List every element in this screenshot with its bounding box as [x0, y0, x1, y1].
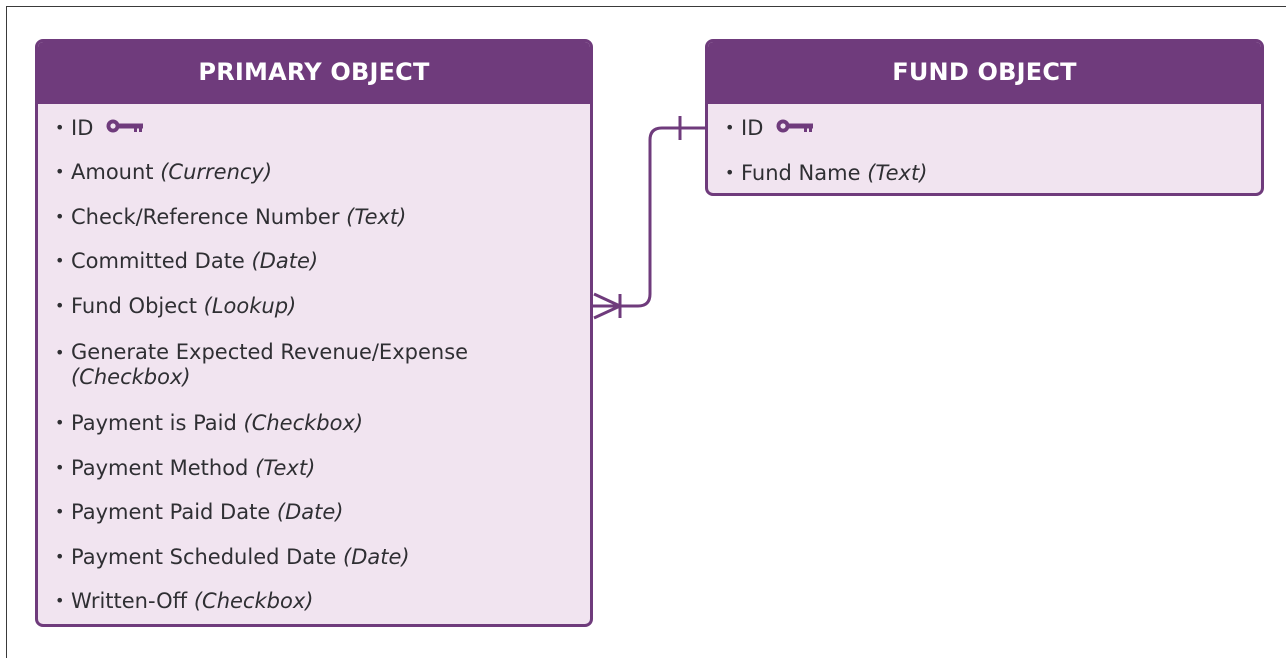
field-type: (Date) [251, 249, 319, 273]
field-type: (Date) [343, 545, 410, 569]
field-row: • Check/Reference Number (Text) [38, 204, 590, 248]
fund-object-entity: FUND OBJECT • ID • Fund Name (Text) [705, 39, 1264, 196]
fund-object-title: FUND OBJECT [708, 42, 1261, 104]
field-row: • Fund Name (Text) [708, 160, 1261, 193]
field-name: Payment Scheduled Date [71, 545, 337, 569]
bullet-icon: • [55, 118, 65, 137]
field-name: ID [71, 116, 94, 140]
field-row: • Fund Object (Lookup) [38, 293, 590, 340]
key-icon [105, 114, 145, 140]
field-type: (Lookup) [203, 294, 297, 318]
field-name: Check/Reference Number [71, 205, 340, 229]
field-row: • Generate Expected Revenue/Expense(Check… [38, 340, 590, 410]
field-type: (Text) [255, 456, 316, 480]
relationship-line [592, 126, 706, 308]
many-end-crowfoot-lower [593, 304, 621, 320]
field-row: • ID [38, 115, 590, 159]
field-name: Amount [71, 160, 154, 184]
field-row: • ID [708, 115, 1261, 160]
field-row: • Committed Date (Date) [38, 248, 590, 293]
primary-object-entity: PRIMARY OBJECT • ID • Amount (Currency) • C… [35, 39, 593, 627]
field-row: • Payment Scheduled Date (Date) [38, 544, 590, 588]
key-icon [775, 114, 815, 140]
field-type: (Checkbox) [193, 589, 314, 613]
bullet-icon: • [55, 502, 65, 521]
field-name: Payment Method [71, 456, 249, 480]
bullet-icon: • [55, 296, 65, 315]
primary-object-field-list: • ID • Amount (Currency) • Check/Reference … [38, 104, 590, 624]
field-row: • Written-Off (Checkbox) [38, 588, 590, 624]
bullet-icon: • [55, 162, 65, 181]
bullet-icon: • [55, 343, 65, 362]
field-name: Fund Name [741, 161, 861, 185]
frame-border-top [6, 6, 1286, 7]
fund-object-field-list: • ID • Fund Name (Text) [708, 104, 1261, 193]
bullet-icon: • [55, 413, 65, 432]
bullet-icon: • [55, 251, 65, 270]
field-row: • Payment Paid Date (Date) [38, 499, 590, 544]
bullet-icon: • [55, 207, 65, 226]
field-type: (Checkbox) [243, 411, 364, 435]
field-type: (Currency) [160, 160, 273, 184]
bullet-icon: • [725, 118, 735, 137]
field-row: • Payment Method (Text) [38, 455, 590, 499]
field-type: (Date) [276, 500, 344, 524]
field-type: (Text) [867, 161, 928, 185]
bullet-icon: • [55, 547, 65, 566]
field-name: Payment is Paid [71, 411, 237, 435]
field-name: Fund Object [71, 294, 197, 318]
field-name: Generate Expected Revenue/Expense [71, 340, 469, 364]
field-name: Payment Paid Date [71, 500, 271, 524]
bullet-icon: • [725, 163, 735, 182]
primary-object-title: PRIMARY OBJECT [38, 42, 590, 104]
many-end-crowfoot-upper [593, 292, 621, 308]
field-name: Committed Date [71, 249, 245, 273]
field-name: Written-Off [71, 589, 188, 613]
field-type: (Checkbox) [71, 365, 191, 389]
frame-border-left [6, 6, 7, 658]
field-type: (Text) [346, 205, 407, 229]
field-row: • Amount (Currency) [38, 159, 590, 204]
field-row: • Payment is Paid (Checkbox) [38, 410, 590, 455]
field-name: ID [741, 116, 764, 140]
bullet-icon: • [55, 591, 65, 610]
bullet-icon: • [55, 458, 65, 477]
